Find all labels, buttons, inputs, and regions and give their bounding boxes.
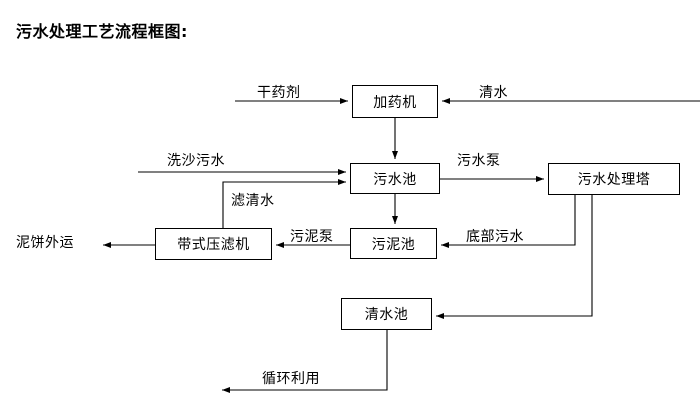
node-label: 清水池 xyxy=(364,307,409,323)
node-sewage-pool[interactable]: 污水池 xyxy=(350,163,440,194)
node-label: 污泥池 xyxy=(371,236,416,253)
terminal-label-mud-cake-out: 泥饼外运 xyxy=(16,235,74,251)
page-title: 污水处理工艺流程框图: xyxy=(16,22,188,41)
node-label: 带式压滤机 xyxy=(177,237,250,253)
edge-label-sewage-pump: 污水泵 xyxy=(457,153,501,169)
edge-label-clean-water: 清水 xyxy=(479,85,508,101)
edge-label-bottom-sewage: 底部污水 xyxy=(466,229,524,245)
edge-label-dry-chemical: 干药剂 xyxy=(257,85,301,101)
node-treatment-tower[interactable]: 污水处理塔 xyxy=(548,163,680,195)
node-dosing-machine[interactable]: 加药机 xyxy=(352,85,438,118)
edge-label-sand-wash-sewage: 洗沙污水 xyxy=(167,153,225,169)
edge-label-sludge-pump: 污泥泵 xyxy=(290,229,334,245)
node-clear-water-pool[interactable]: 清水池 xyxy=(341,298,432,330)
arrow-tower-bottom-sewage-to-sludge-pool xyxy=(441,195,576,249)
arrow-filtered-water-to-sewage-pool xyxy=(222,178,346,228)
arrow-clear-water-pool-recycle xyxy=(222,330,388,394)
edge-label-filtered-water: 滤清水 xyxy=(231,193,275,209)
node-label: 加药机 xyxy=(373,94,417,111)
node-label: 污水处理塔 xyxy=(577,172,651,188)
node-sludge-pool[interactable]: 污泥池 xyxy=(350,228,437,259)
node-belt-filter-press[interactable]: 带式压滤机 xyxy=(155,228,272,260)
edge-label-recycle-use: 循环利用 xyxy=(262,371,320,387)
node-label: 污水池 xyxy=(373,171,417,188)
arrow-tower-to-clear-water-pool xyxy=(436,195,593,320)
